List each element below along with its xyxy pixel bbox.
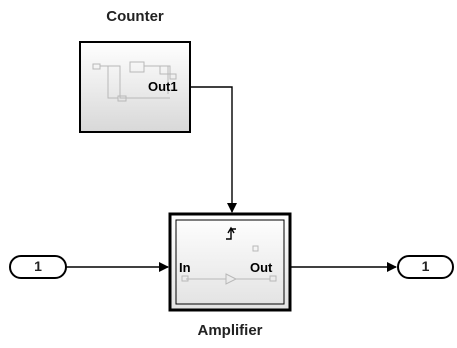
amplifier-port-in-label: In [179,260,191,275]
counter-thumbnail [92,61,177,102]
counter-block-title: Counter [106,8,164,25]
amplifier-block[interactable] [168,212,292,312]
amplifier-port-out-label: Out [250,260,273,275]
signal-counter-to-amplifier-trigger [190,86,237,213]
counter-block[interactable] [79,41,191,133]
outport-1[interactable] [397,255,454,279]
counter-port-out1-label: Out1 [148,79,178,94]
amplifier-block-title: Amplifier [197,322,263,339]
inport-number-label: 1 [34,258,42,274]
signal-lines [66,86,397,272]
amplifier-thumbnail [181,245,277,285]
outport-number-label: 1 [421,258,430,274]
rising-edge-trigger-icon [226,226,236,240]
